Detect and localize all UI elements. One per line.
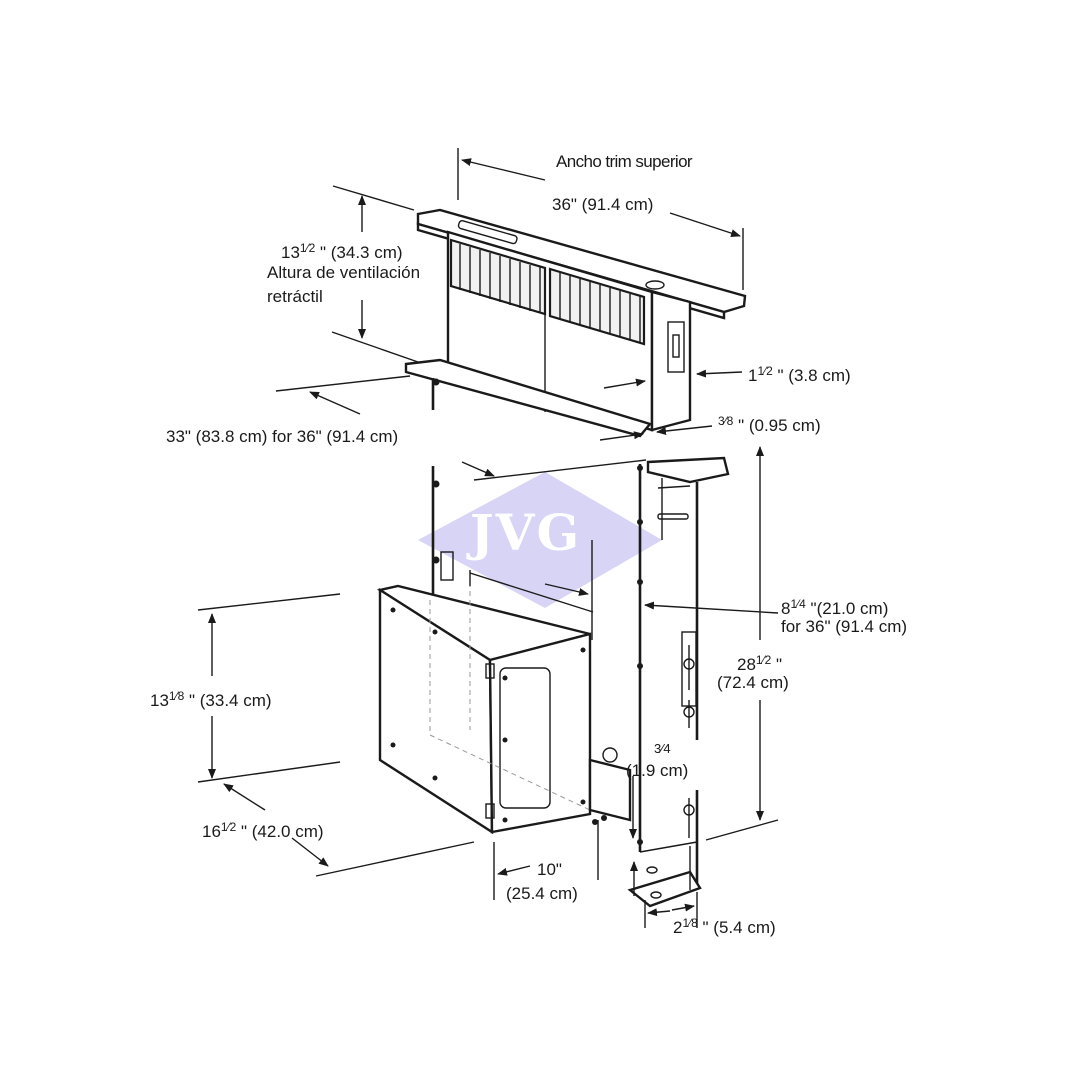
- vent-height-whole: 13: [281, 243, 300, 262]
- blower-height-whole: 13: [150, 691, 169, 710]
- top-trim-title: Ancho trim superior: [556, 152, 693, 171]
- bracket-rest: " (5.4 cm): [697, 918, 776, 937]
- vent-height-frac: 1⁄2: [299, 241, 316, 255]
- bracket-whole: 2: [673, 918, 683, 937]
- vent-height-label: 131⁄2 " (34.3 cm): [281, 238, 403, 263]
- cutout-width: 33" (83.8 cm) for 36" (91.4 cm): [166, 427, 399, 446]
- height-28-frac: 1⁄2: [755, 653, 772, 667]
- depth-2-label: 3⁄8 " (0.95 cm): [718, 411, 821, 436]
- grille-slats: [459, 244, 641, 342]
- blower-height-label: 131⁄8 " (33.4 cm): [150, 686, 272, 711]
- blower-height-rest: " (33.4 cm): [184, 691, 272, 710]
- depth-1-label: 11⁄2 " (3.8 cm): [748, 361, 851, 386]
- vent-height-rest: " (34.3 cm): [315, 243, 403, 262]
- blower-depth-whole: 16: [202, 822, 221, 841]
- depth-1-frac: 1⁄2: [757, 364, 773, 378]
- blower-box: [376, 551, 632, 835]
- vent-body: [404, 208, 747, 484]
- width-8-for: for 36" (91.4 cm): [781, 617, 908, 636]
- top-trim-width: 36" (91.4 cm): [552, 195, 654, 214]
- width-8-label: 81⁄4 "(21.0 cm): [781, 594, 888, 619]
- blower-depth-frac: 1⁄2: [220, 820, 237, 834]
- bracket-label: 21⁄8 " (5.4 cm): [673, 913, 776, 938]
- depth-2-rest: " (0.95 cm): [733, 416, 821, 435]
- blower-width: 10": [537, 860, 562, 879]
- three-quarter-cm: (1.9 cm): [626, 761, 689, 780]
- blower-width-cm: (25.4 cm): [506, 884, 578, 903]
- height-28-label: 281⁄2 ": [737, 650, 782, 675]
- watermark-logo: JVG: [470, 503, 582, 562]
- three-quarter-frac: 3⁄4: [654, 741, 671, 756]
- height-28-whole: 28: [737, 655, 756, 674]
- bracket-frac: 1⁄8: [682, 916, 698, 930]
- blower-depth-rest: " (42.0 cm): [236, 822, 324, 841]
- blower-height-frac: 1⁄8: [168, 689, 185, 703]
- height-28-cm: (72.4 cm): [717, 673, 789, 692]
- height-28-rest: ": [771, 655, 783, 674]
- depth-1-rest: " (3.8 cm): [772, 366, 851, 385]
- width-8-frac: 1⁄4: [790, 597, 806, 611]
- vent-height-desc-1: Altura de ventilación: [267, 263, 421, 282]
- watermark-diamond: [418, 472, 662, 608]
- vent-height-desc-2: retráctil: [267, 287, 323, 306]
- depth-2-frac: 3⁄8: [718, 414, 734, 428]
- blower-depth-label: 161⁄2 " (42.0 cm): [202, 817, 324, 842]
- depth-1-whole: 1: [748, 366, 758, 385]
- chassis: [431, 378, 702, 908]
- dimension-lines: [197, 148, 779, 928]
- width-8-whole: 8: [781, 599, 791, 618]
- width-8-rest: "(21.0 cm): [805, 599, 889, 618]
